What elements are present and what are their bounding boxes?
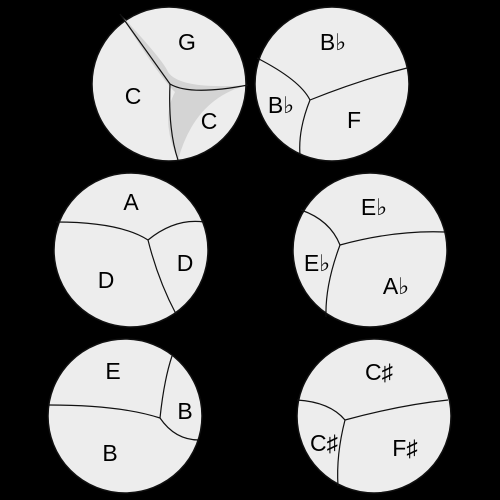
divider-line [147, 220, 205, 241]
divider-line [169, 83, 179, 161]
divider-line [256, 57, 311, 101]
note-label: E [105, 358, 120, 384]
note-label: E♭ [361, 194, 387, 220]
note-label: C [125, 83, 142, 109]
note-label: C♯ [310, 430, 339, 456]
divider-line [337, 419, 346, 487]
disc [53, 172, 209, 328]
disc [254, 6, 410, 162]
divider-line [119, 13, 171, 85]
note-label: G [178, 29, 196, 55]
note-label: B♭ [320, 29, 346, 55]
divider-line [300, 209, 341, 246]
note-label: B♭ [268, 92, 294, 118]
divider-line [299, 99, 311, 156]
divider-line [147, 239, 177, 315]
divider-line [48, 404, 161, 419]
note-label: C♯ [365, 359, 394, 385]
disc [292, 172, 448, 328]
circle-3: A D D [53, 172, 209, 328]
note-label: C [201, 108, 218, 134]
divider-line [296, 399, 346, 421]
circle-5: E B B [47, 338, 203, 494]
disc [296, 338, 452, 494]
note-label: A [123, 189, 139, 215]
center-triangle [120, 14, 248, 160]
circle-1: G C C [91, 6, 249, 162]
note-label: E♭ [304, 250, 330, 276]
circle-2: B♭ B♭ F [254, 6, 410, 162]
circle-4: E♭ E♭ A♭ [292, 172, 448, 328]
note-label: B [102, 440, 117, 466]
note-label: D [177, 250, 194, 276]
divider-line [339, 231, 446, 246]
note-label: B [177, 398, 192, 424]
disc [47, 338, 203, 494]
divider-line [325, 244, 341, 318]
divider-line [309, 67, 408, 101]
note-label: F [347, 107, 361, 133]
divider-line [55, 221, 149, 241]
divider-line [344, 399, 449, 421]
note-label: D [98, 267, 115, 293]
divider-line [159, 417, 200, 441]
divider-line [159, 355, 173, 419]
divider-line [169, 83, 249, 91]
circle-6: C♯ C♯ F♯ [296, 338, 452, 494]
note-label: F♯ [392, 435, 418, 461]
note-label: A♭ [383, 273, 409, 299]
